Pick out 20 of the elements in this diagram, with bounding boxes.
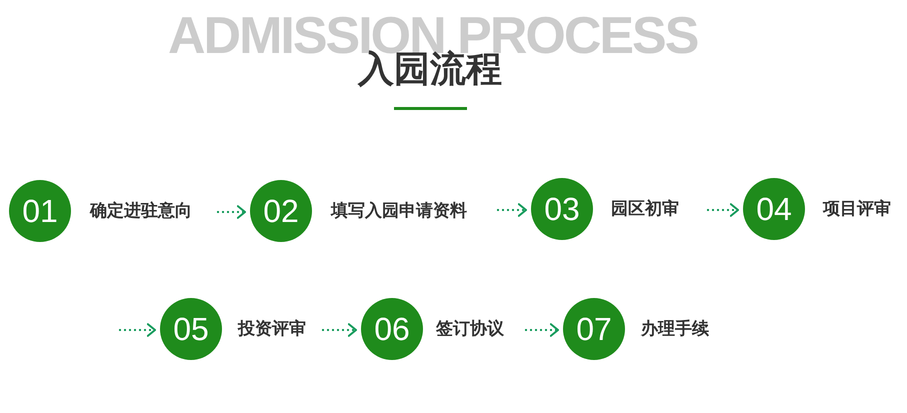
step-label: 项目评审 xyxy=(823,199,891,219)
step-circle: 02 xyxy=(250,180,312,242)
step-label: 投资评审 xyxy=(238,319,306,339)
dotted-arrow xyxy=(217,205,246,219)
dotted-arrow xyxy=(497,203,527,217)
step-circle: 01 xyxy=(9,180,71,242)
step-circle: 03 xyxy=(531,178,593,240)
dotted-arrow xyxy=(707,203,739,217)
dotted-arrow xyxy=(119,323,156,337)
dotted-arrow xyxy=(322,323,357,337)
step-label: 确定进驻意向 xyxy=(90,201,192,221)
step-label: 园区初审 xyxy=(611,199,679,219)
step-label: 签订协议 xyxy=(436,319,504,339)
dotted-arrow xyxy=(525,323,559,337)
step-label: 办理手续 xyxy=(641,319,709,339)
step-circle: 05 xyxy=(160,298,222,360)
step-circle: 07 xyxy=(563,298,625,360)
step-circle: 06 xyxy=(361,298,423,360)
step-circle: 04 xyxy=(743,178,805,240)
step-label: 填写入园申请资料 xyxy=(331,201,467,221)
